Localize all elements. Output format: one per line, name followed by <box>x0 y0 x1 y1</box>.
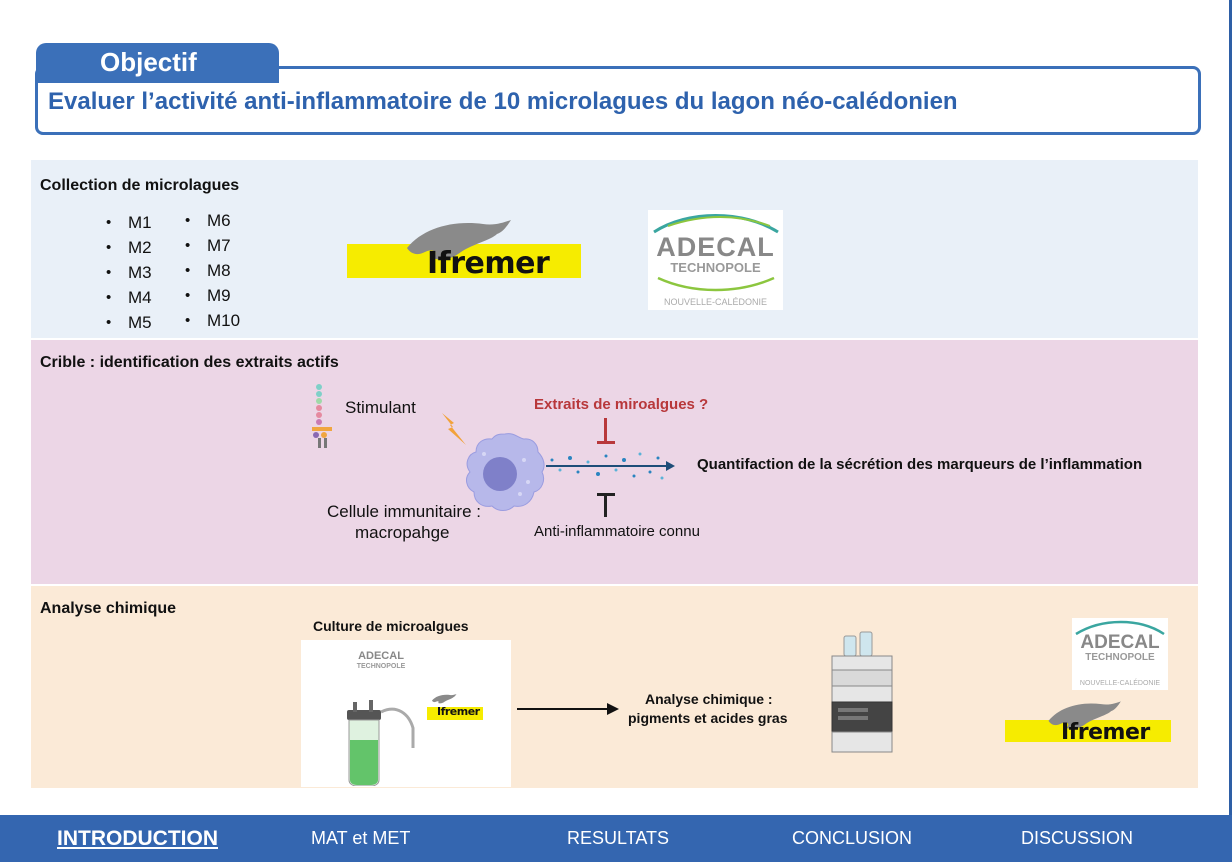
culture-label: Culture de microalgues <box>313 618 469 634</box>
right-edge-border <box>1229 0 1232 815</box>
cell-label-line2: macropahge <box>355 523 450 542</box>
nav-conclusion[interactable]: CONCLUSION <box>792 828 913 848</box>
list-item: M5 <box>106 310 152 335</box>
nav-mat-et-met[interactable]: MAT et MET <box>311 828 411 848</box>
dolphin-icon <box>1048 701 1121 729</box>
list-item: M3 <box>106 260 152 285</box>
objective-text: Evaluer l’activité anti-inflammatoire de… <box>48 88 958 115</box>
list-item: M2 <box>106 235 152 260</box>
objective-tab: Objectif <box>36 43 279 83</box>
macrophage-icon <box>466 433 545 511</box>
list-item: M10 <box>185 308 240 333</box>
swoosh-icon <box>657 276 775 292</box>
hplc-instrument-icon <box>831 631 893 753</box>
ifremer-wordmark: Ifremer <box>437 705 480 718</box>
adecal-logo-right: ADECAL TECHNOPOLE NOUVELLE-CALÉDONIE <box>1072 618 1168 690</box>
swoosh-icon <box>1075 620 1165 636</box>
nav-resultats[interactable]: RESULTATS <box>567 828 670 848</box>
known-anti-inflammatory-label: Anti-inflammatoire connu <box>534 523 700 540</box>
adecal-wordmark: ADECAL <box>358 650 404 662</box>
adecal-subtitle: TECHNOPOLE <box>356 663 406 670</box>
ifremer-logo-right: Ifremer <box>1005 700 1171 746</box>
arrow-right-icon <box>517 703 619 715</box>
ifremer-wordmark: Ifremer <box>1061 720 1150 745</box>
extracts-label: Extraits de miroalgues ? <box>534 396 709 413</box>
ifremer-wordmark: Ifremer <box>427 246 550 281</box>
nav-discussion[interactable]: DISCUSSION <box>1021 828 1134 848</box>
list-item: M6 <box>185 208 240 233</box>
chemistry-panel <box>31 586 1198 788</box>
list-item: M9 <box>185 283 240 308</box>
bioreactor-icon <box>347 700 415 786</box>
analysis-label-line2: pigments et acides gras <box>628 710 788 726</box>
microalgae-list-1: M1 M2 M3 M4 M5 <box>106 210 152 335</box>
bottom-navigation: INTRODUCTION MAT et MET RESULTATS CONCLU… <box>0 815 1232 862</box>
ifremer-logo: Ifremer <box>347 218 581 281</box>
list-item: M4 <box>106 285 152 310</box>
collection-title: Collection de microlagues <box>40 177 240 194</box>
adecal-wordmark: ADECAL <box>656 232 775 262</box>
culture-image: ADECAL TECHNOPOLE Ifremer <box>301 640 511 787</box>
screening-panel <box>31 340 1198 584</box>
screening-title: Crible : identification des extraits act… <box>40 354 339 371</box>
list-item: M1 <box>106 210 152 235</box>
inhibitor-symbol-black <box>597 493 615 517</box>
stimulant-label: Stimulant <box>345 398 416 417</box>
analysis-label-line1: Analyse chimique : <box>645 691 773 707</box>
adecal-logo-small: ADECAL TECHNOPOLE <box>353 642 409 690</box>
cell-label-line1: Cellule immunitaire : <box>327 502 481 521</box>
adecal-location: NOUVELLE-CALÉDONIE <box>1079 680 1161 687</box>
receptor-icon <box>312 384 332 448</box>
objective-tab-label: Objectif <box>100 47 197 77</box>
inhibitor-symbol-red <box>597 418 615 444</box>
dolphin-icon <box>431 694 457 704</box>
secretion-arrow <box>546 452 675 480</box>
ifremer-logo-small: Ifremer <box>427 692 483 720</box>
adecal-location: NOUVELLE-CALÉDONIE <box>663 297 768 307</box>
adecal-logo: ADECAL TECHNOPOLE NOUVELLE-CALÉDONIE <box>648 210 783 310</box>
list-item: M7 <box>185 233 240 258</box>
microalgae-list-2: M6 M7 M8 M9 M10 <box>185 208 240 333</box>
adecal-subtitle: TECHNOPOLE <box>670 260 761 275</box>
chemistry-title: Analyse chimique <box>40 600 177 617</box>
swoosh-icon <box>653 214 779 234</box>
nav-introduction[interactable]: INTRODUCTION <box>57 827 218 850</box>
adecal-wordmark: ADECAL <box>1080 632 1160 653</box>
dolphin-icon <box>407 220 511 260</box>
adecal-subtitle: TECHNOPOLE <box>1085 652 1155 663</box>
quantification-label: Quantifaction de la sécrétion des marque… <box>697 456 1143 473</box>
list-item: M8 <box>185 258 240 283</box>
